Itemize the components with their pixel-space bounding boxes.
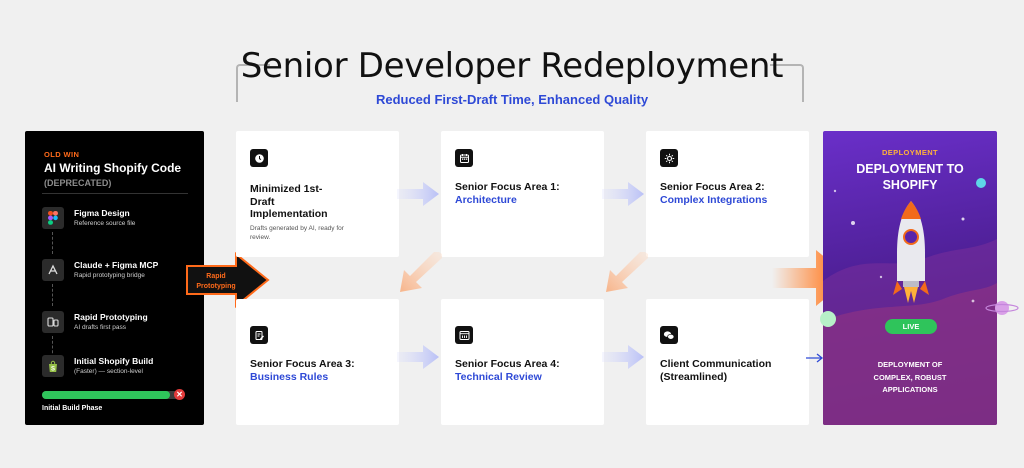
- rapid-label-line: Prototyping: [196, 283, 236, 290]
- card-title-line: (Streamlined): [660, 370, 728, 383]
- card-client-communication: Client Communication (Streamlined): [646, 299, 809, 425]
- rapid-label-line: Rapid: [206, 273, 226, 280]
- figma-icon: [42, 207, 64, 229]
- deployment-desc-line: DEPLOYMENT OF: [877, 360, 943, 369]
- item-name: Rapid Prototyping: [74, 312, 148, 322]
- card-title-line: Minimized 1st-: [250, 183, 323, 195]
- card-focus-technical-review: Senior Focus Area 4: Technical Review: [441, 299, 604, 425]
- close-icon[interactable]: ✕: [174, 389, 185, 400]
- card-title-line: Implementation: [250, 208, 328, 220]
- card-title-line: Senior Focus Area 2:: [660, 181, 765, 193]
- card-desc-line: review.: [250, 233, 271, 241]
- card-desc-line: Drafts generated by AI, ready for: [250, 225, 344, 232]
- card-title: Senior Focus Area 3: Business Rules: [250, 358, 355, 383]
- flow-arrow-right: [602, 182, 644, 206]
- card-title-line: Senior Focus Area 1:: [455, 181, 560, 193]
- old-win-status: (DEPRECATED): [44, 178, 112, 188]
- item-desc: Rapid prototyping bridge: [74, 272, 145, 279]
- header-bracket-right: [770, 64, 804, 102]
- build-progress-label: Initial Build Phase: [42, 405, 103, 412]
- shopify-bag-icon: S: [42, 355, 64, 377]
- card-title-line: Draft: [250, 195, 275, 208]
- card-focus-business-rules: Senior Focus Area 3: Business Rules: [236, 299, 399, 425]
- card-focus-integrations: Senior Focus Area 2: Complex Integration…: [646, 131, 809, 257]
- deployment-desc-line: COMPLEX, ROBUST: [873, 372, 947, 382]
- build-progress-bar: [42, 391, 181, 399]
- live-badge: LIVE: [885, 319, 937, 334]
- card-title: Client Communication (Streamlined): [660, 358, 771, 383]
- card-title-line: Senior Focus Area 4:: [455, 358, 560, 370]
- card-accent: Business Rules: [250, 370, 329, 383]
- build-progress-fill: [42, 391, 170, 399]
- flow-arrow-diagonal: [606, 252, 648, 292]
- card-title-line: Client Communication: [660, 358, 772, 370]
- item-name: Figma Design: [74, 208, 130, 218]
- flow-arrow-diagonal: [400, 252, 442, 292]
- deployment-title: DEPLOYMENT TO SHOPIFY: [823, 161, 997, 193]
- code-window-icon: [455, 326, 473, 344]
- devices-icon: [42, 311, 64, 333]
- old-win-title: AI Writing Shopify Code: [44, 161, 182, 175]
- rapid-prototyping-arrow: [186, 252, 270, 308]
- old-win-item-shopify-build: S Initial Shopify Build (Faster) — secti…: [42, 355, 202, 383]
- old-win-panel: OLD WIN AI Writing Shopify Code (DEPRECA…: [25, 131, 204, 425]
- card-accent: Technical Review: [455, 370, 542, 383]
- step-connector: [52, 336, 53, 358]
- planet-ring-icon: [985, 301, 1019, 315]
- page-subtitle: Reduced First-Draft Time, Enhanced Quali…: [375, 92, 649, 107]
- item-desc: AI drafts first pass: [74, 324, 127, 331]
- svg-text:S: S: [51, 366, 55, 372]
- deployment-title-line: DEPLOYMENT TO: [856, 162, 964, 176]
- flow-arrow-right: [397, 182, 439, 206]
- old-win-item-prototyping: Rapid Prototyping AI drafts first pass: [42, 311, 202, 339]
- old-win-tag: OLD WIN: [44, 150, 80, 159]
- item-desc: (Faster) — section-level: [74, 368, 143, 375]
- card-accent: Complex Integrations: [660, 193, 768, 206]
- item-desc: Reference source file: [74, 220, 136, 227]
- rapid-prototyping-label: Rapid Prototyping: [191, 272, 241, 292]
- bridge-icon: [42, 259, 64, 281]
- card-accent: Architecture: [455, 193, 517, 206]
- deployment-title-line: SHOPIFY: [882, 178, 938, 192]
- card-desc: Drafts generated by AI, ready for review…: [250, 225, 344, 242]
- gear-icon: [660, 149, 678, 167]
- page-title: Senior Developer Redeployment: [240, 46, 784, 86]
- deployment-tag: DEPLOYMENT: [881, 148, 939, 157]
- flow-arrow-right: [397, 345, 439, 369]
- card-title: Minimized 1st- Draft Implementation: [250, 183, 328, 221]
- small-arrow-right: [806, 353, 824, 363]
- flow-arrow-right: [602, 345, 644, 369]
- step-connector: [52, 232, 53, 254]
- card-minimized-draft: Minimized 1st- Draft Implementation Draf…: [236, 131, 399, 257]
- item-name: Claude + Figma MCP: [74, 260, 159, 270]
- card-title: Senior Focus Area 2: Complex Integration…: [660, 181, 767, 206]
- old-win-divider: [42, 193, 188, 194]
- planet-green-icon: [820, 311, 836, 327]
- planet-icon: [976, 178, 986, 188]
- clock-icon: [250, 149, 268, 167]
- card-focus-architecture: Senior Focus Area 1: Architecture: [441, 131, 604, 257]
- card-title: Senior Focus Area 4: Technical Review: [455, 358, 560, 383]
- header-bracket-left: [236, 64, 270, 102]
- calendar-icon: [455, 149, 473, 167]
- deployment-desc: DEPLOYMENT OF COMPLEX, ROBUST APPLICATIO…: [823, 359, 997, 397]
- chat-icon: [660, 326, 678, 344]
- deployment-desc-line: APPLICATIONS: [882, 385, 938, 394]
- item-name: Initial Shopify Build: [74, 356, 154, 366]
- card-title-line: Senior Focus Area 3:: [250, 358, 355, 370]
- document-edit-icon: [250, 326, 268, 344]
- rocket-icon: [893, 201, 929, 303]
- card-title: Senior Focus Area 1: Architecture: [455, 181, 560, 206]
- deployment-panel: DEPLOYMENT DEPLOYMENT TO SHOPIFY LIVE DE…: [823, 131, 997, 425]
- old-win-item-figma: Figma Design Reference source file: [42, 207, 202, 235]
- step-connector: [52, 284, 53, 306]
- old-win-item-mcp: Claude + Figma MCP Rapid prototyping bri…: [42, 259, 202, 287]
